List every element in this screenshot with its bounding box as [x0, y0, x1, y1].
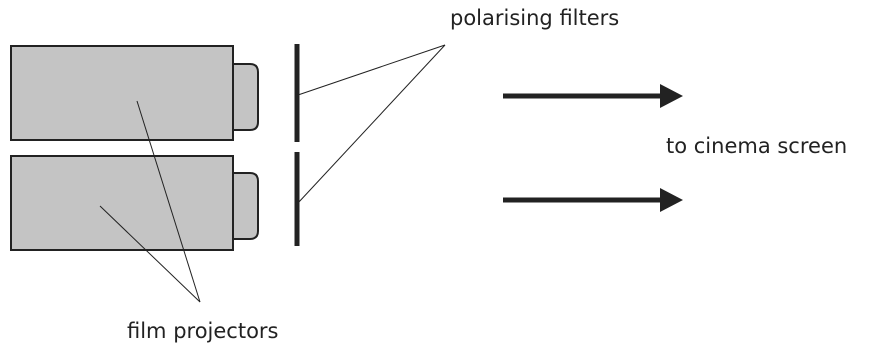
- film-projector-bottom: [10, 155, 259, 251]
- projector-lens-bottom: [232, 172, 259, 240]
- projector-body-top: [10, 45, 234, 141]
- leader-line-filter-bottom: [297, 44, 446, 204]
- leader-line-filter-top: [297, 44, 446, 96]
- label-to-cinema-screen: to cinema screen: [666, 134, 847, 158]
- label-film-projectors: film projectors: [127, 319, 279, 343]
- leader-line-projector-bottom: [99, 205, 201, 303]
- arrow-top: [503, 84, 683, 108]
- label-polarising-filters: polarising filters: [450, 6, 619, 30]
- film-projector-top: [10, 45, 259, 141]
- projector-body-bottom: [10, 155, 234, 251]
- arrow-bottom: [503, 188, 683, 212]
- leader-line-projector-top: [136, 100, 201, 303]
- projector-lens-top: [232, 63, 259, 131]
